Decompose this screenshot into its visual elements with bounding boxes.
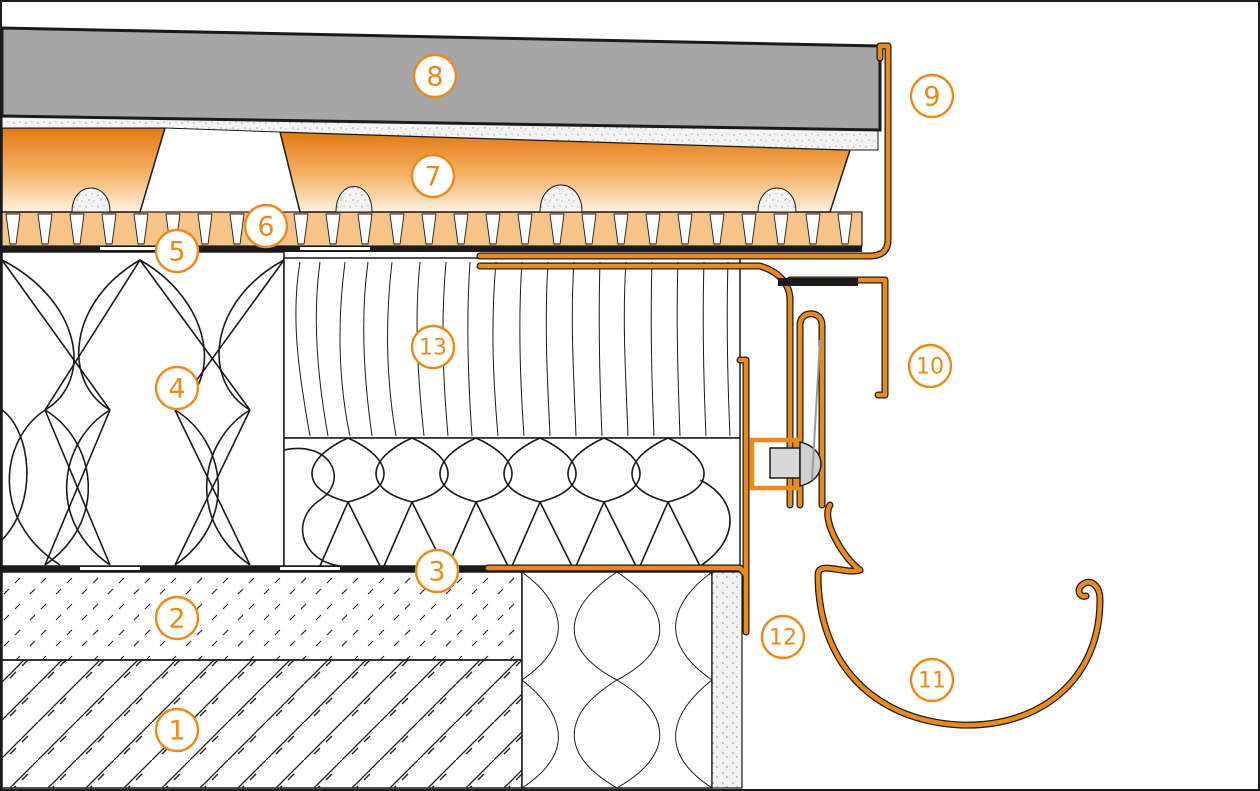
drainage-cell (485, 213, 501, 245)
callout-10-label: 10 (916, 355, 944, 380)
callout-1-label: 1 (168, 716, 185, 747)
callout-7-label: 7 (424, 162, 441, 193)
callout-5-label: 5 (168, 237, 185, 268)
drainage-cell (741, 213, 757, 245)
gutter-hanger (476, 262, 889, 509)
callout-3: 3 (414, 548, 460, 594)
callout-3-label: 3 (428, 557, 445, 588)
drainage-cell (709, 213, 725, 245)
callout-13: 13 (410, 324, 456, 370)
callout-12: 12 (760, 614, 806, 660)
callout-12-label: 12 (769, 626, 797, 651)
callout-1: 1 (154, 707, 200, 753)
drainage-cell (37, 213, 53, 245)
callout-6: 6 (243, 203, 289, 249)
drip-plate (484, 356, 750, 636)
drainage-cell (293, 213, 309, 245)
callout-9-label: 9 (923, 82, 940, 113)
drainage-cell (677, 213, 693, 245)
callout-8-label: 8 (426, 62, 443, 93)
callout-4: 4 (154, 365, 200, 411)
drainage-cell (389, 213, 405, 245)
drainage-cell (805, 213, 821, 245)
callout-2-label: 2 (168, 604, 185, 635)
drainage-cell (453, 213, 469, 245)
drainage-cell (229, 213, 245, 245)
drainage-cell (613, 213, 629, 245)
callout-5: 5 (154, 228, 200, 274)
callout-9: 9 (909, 73, 955, 119)
drainage-cell (357, 213, 373, 245)
drainage-cell (517, 213, 533, 245)
callout-2: 2 (154, 595, 200, 641)
drainage-cell (773, 213, 789, 245)
wall-insulation (521, 571, 743, 789)
callout-10: 10 (907, 343, 953, 389)
drainage-cell (69, 213, 85, 245)
drainage-cell (581, 213, 597, 245)
vapour-barrier (2, 566, 742, 572)
drainage-cell (325, 213, 341, 245)
waterproof-membrane (2, 246, 862, 252)
edge-insulation (283, 437, 741, 567)
drainage-cell (5, 213, 21, 245)
drainage-cell (421, 213, 437, 245)
callout-8: 8 (412, 53, 458, 99)
callout-11: 11 (909, 657, 955, 703)
callout-11-label: 11 (918, 669, 946, 694)
drainage-cell (837, 213, 853, 245)
edge-trim-profile (476, 42, 892, 260)
bedding-layer (1, 115, 879, 151)
bracket-bolt (749, 339, 822, 491)
drainage-mat (1, 211, 863, 247)
main-insulation (1, 251, 285, 567)
callout-6-label: 6 (257, 212, 274, 243)
drainage-cell (101, 213, 117, 245)
concrete-slab (1, 659, 523, 789)
callout-13-label: 13 (419, 336, 447, 361)
callout-7: 7 (410, 153, 456, 199)
drainage-cell (197, 213, 213, 245)
drainage-cell (133, 213, 149, 245)
drainage-cell (645, 213, 661, 245)
callout-4-label: 4 (168, 374, 185, 405)
gutter (814, 501, 1104, 729)
timber-beam (283, 257, 741, 439)
drainage-cell (549, 213, 565, 245)
